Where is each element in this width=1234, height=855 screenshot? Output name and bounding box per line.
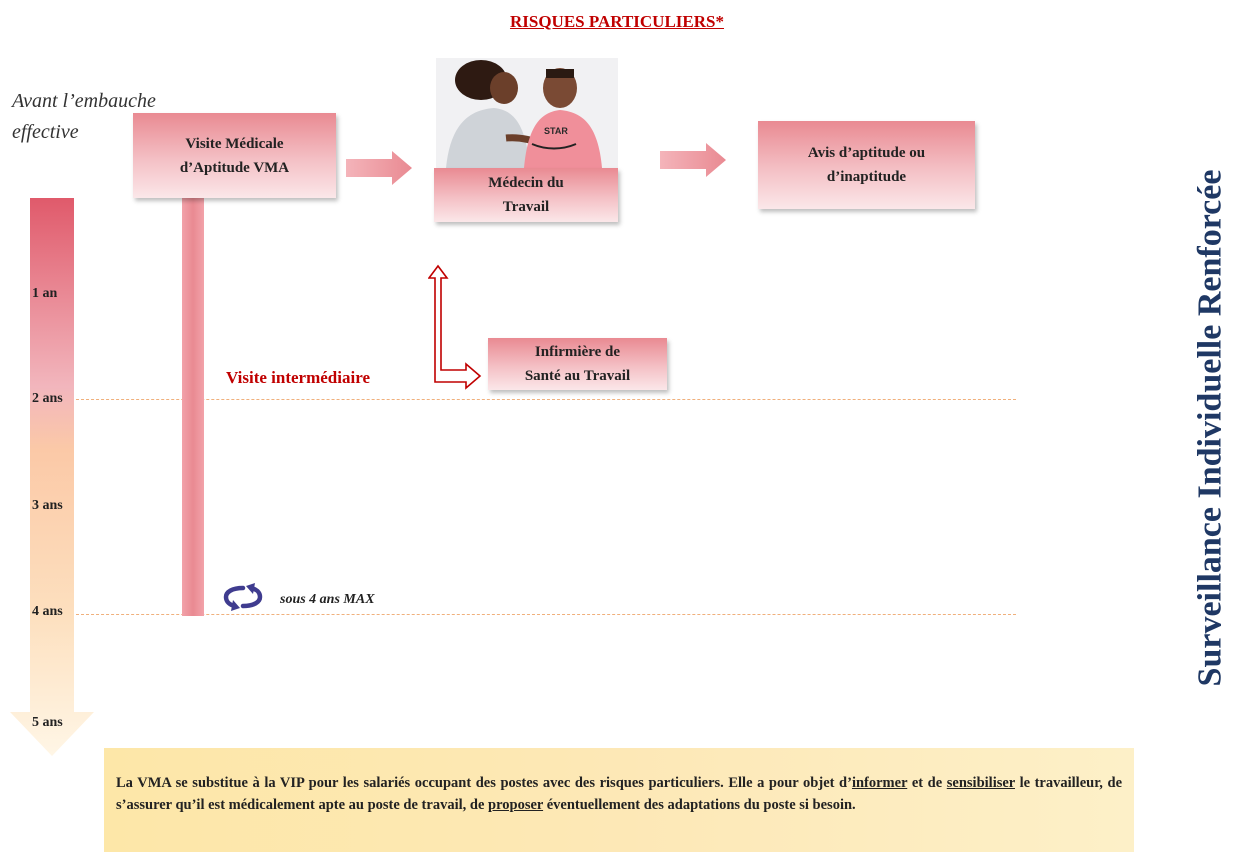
- medecin-box-line1: Médecin du: [488, 175, 564, 191]
- note-text-4: éventuellement des adaptations du poste …: [543, 797, 856, 813]
- medecin-box-line2: Travail: [502, 199, 550, 215]
- avis-box: Avis d’aptitude ou d’inaptitude: [758, 121, 975, 209]
- bent-arrow-icon: [428, 264, 482, 390]
- dashed-line-4-years: [76, 614, 1016, 615]
- timeline-arrow-icon: [10, 616, 94, 756]
- before-hiring-line1: Avant l’embauche: [12, 90, 156, 112]
- note-keyword-proposer: proposer: [488, 797, 544, 813]
- infirmiere-box-line1: Infirmière de: [534, 344, 621, 360]
- timeline-label-1: 1 an: [32, 286, 58, 301]
- avis-box-line2: d’inaptitude: [826, 169, 907, 185]
- note-text-1: La VMA se substitue à la VIP pour les sa…: [116, 775, 852, 791]
- cycle-label: sous 4 ans MAX: [280, 592, 375, 607]
- timeline-bar: [30, 198, 74, 618]
- doctor-patient-photo: STAR: [436, 58, 618, 168]
- arrow-right-icon: [660, 143, 726, 177]
- note-text-3: le travailleur, de s’assurer qu’il est m…: [116, 775, 1123, 813]
- note-text-2: et de: [907, 775, 947, 791]
- note-keyword-informer: informer: [851, 775, 908, 791]
- infirmiere-box-line2: Santé au Travail: [524, 368, 631, 384]
- before-hiring-line2: effective: [12, 121, 79, 143]
- vma-box-line2: d’Aptitude VMA: [179, 159, 290, 176]
- medecin-box: Médecin du Travail: [434, 168, 618, 222]
- timeline-label-2: 2 ans: [32, 391, 63, 406]
- avis-box-line1: Avis d’aptitude ou: [807, 145, 926, 161]
- cycle-icon: [223, 583, 263, 611]
- arrow-right-icon: [346, 151, 412, 185]
- timeline-label-3: 3 ans: [32, 498, 63, 513]
- vertical-title-wrapper: Surveillance Individuelle Renforcée: [1191, 0, 1228, 855]
- infirmiere-box: Infirmière de Santé au Travail: [488, 338, 667, 390]
- page-title: RISQUES PARTICULIERS*: [509, 12, 724, 31]
- vertical-title: Surveillance Individuelle Renforcée: [1191, 169, 1229, 686]
- svg-text:STAR: STAR: [544, 126, 568, 136]
- intermediate-visit-label: Visite intermédiaire: [226, 368, 370, 387]
- note-keyword-sensibiliser: sensibiliser: [946, 775, 1015, 791]
- dashed-line-2-years: [76, 399, 1016, 400]
- before-hiring-label: Avant l’embauche effective: [12, 86, 156, 148]
- timeline-label-5: 5 ans: [32, 715, 63, 730]
- vma-box-line1: Visite Médicale: [185, 135, 284, 152]
- timeline-label-4: 4 ans: [32, 604, 63, 619]
- vma-box: Visite Médicale d’Aptitude VMA: [133, 113, 336, 198]
- note-box: La VMA se substitue à la VIP pour les sa…: [104, 748, 1134, 852]
- vma-duration-bar: [182, 198, 204, 616]
